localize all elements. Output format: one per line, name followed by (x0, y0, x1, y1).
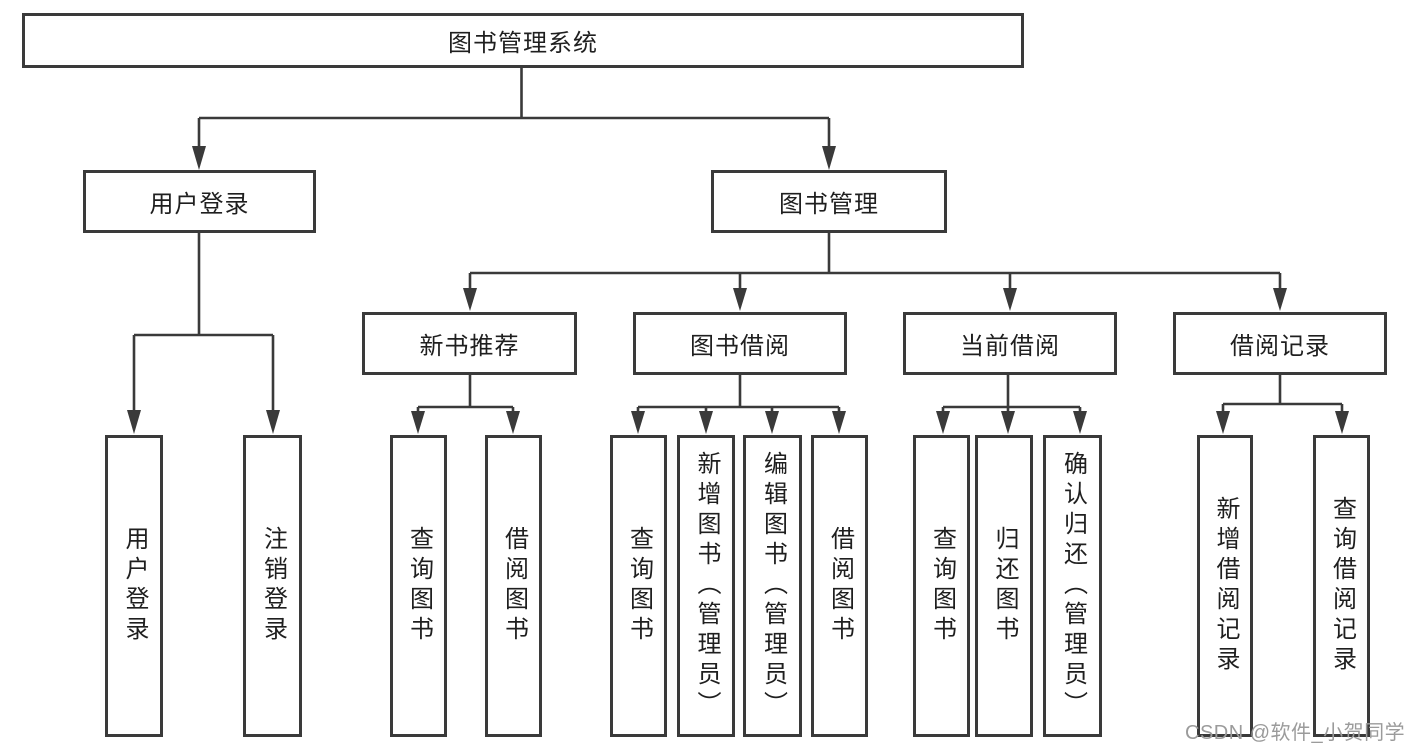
leaf-logout: 注销登录 (243, 435, 302, 737)
node-current-borrowing: 当前借阅 (903, 312, 1117, 375)
node-label: 图书管理系统 (448, 30, 598, 57)
leaf-label: 注销登录 (259, 526, 287, 646)
node-label: 图书借阅 (690, 333, 790, 360)
leaf-label: 编辑图书（管理员） (759, 451, 787, 721)
leaf-borrow-books: 借阅图书 (811, 435, 868, 737)
leaf-add-borrow-record: 新增借阅记录 (1197, 435, 1253, 737)
leaf-query-books-current: 查询图书 (913, 435, 970, 737)
leaf-borrow-books-recommend: 借阅图书 (485, 435, 542, 737)
node-label: 当前借阅 (960, 333, 1060, 360)
node-label: 借阅记录 (1230, 333, 1330, 360)
leaf-user-login: 用户登录 (105, 435, 163, 737)
csdn-watermark: CSDN @软件_小贺同学 (1185, 722, 1405, 744)
leaf-label: 查询借阅记录 (1328, 496, 1356, 676)
node-book-management: 图书管理 (711, 170, 947, 233)
node-library-management-system: 图书管理系统 (22, 13, 1024, 68)
leaf-label: 查询图书 (625, 526, 653, 646)
node-label: 用户登录 (149, 191, 250, 218)
leaf-label: 借阅图书 (826, 526, 854, 646)
leaf-label: 确认归还（管理员） (1059, 451, 1087, 721)
leaf-label: 用户登录 (121, 526, 148, 646)
node-new-book-recommendation: 新书推荐 (362, 312, 577, 375)
node-label: 图书管理 (779, 191, 879, 218)
leaf-confirm-return-admin: 确认归还（管理员） (1043, 435, 1102, 737)
node-label: 新书推荐 (419, 333, 520, 360)
leaf-query-borrow-record: 查询借阅记录 (1313, 435, 1370, 737)
leaf-label: 新增借阅记录 (1212, 496, 1239, 676)
leaf-label: 归还图书 (991, 526, 1018, 646)
leaf-label: 查询图书 (928, 526, 956, 646)
leaf-return-book: 归还图书 (975, 435, 1033, 737)
leaf-label: 查询图书 (405, 526, 433, 646)
leaf-query-books-recommend: 查询图书 (390, 435, 447, 737)
node-book-borrowing: 图书借阅 (633, 312, 847, 375)
node-borrowing-records: 借阅记录 (1173, 312, 1387, 375)
leaf-add-book-admin: 新增图书（管理员） (677, 435, 735, 737)
leaf-label: 新增图书（管理员） (693, 451, 720, 721)
leaf-query-books-borrowing: 查询图书 (610, 435, 667, 737)
leaf-label: 借阅图书 (500, 526, 528, 646)
leaf-edit-book-admin: 编辑图书（管理员） (743, 435, 802, 737)
node-user-login: 用户登录 (83, 170, 316, 233)
